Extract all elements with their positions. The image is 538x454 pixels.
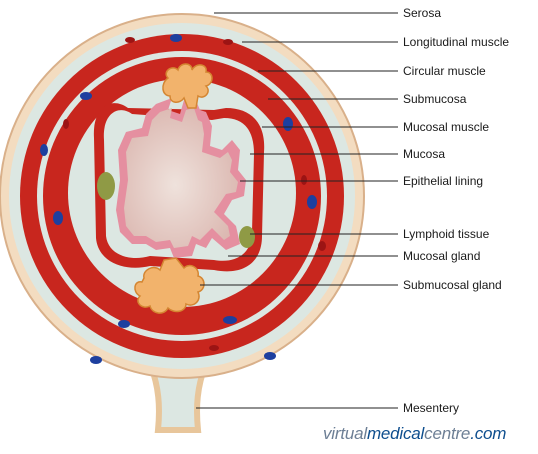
label-epithelial-lining: Epithelial lining bbox=[403, 174, 484, 188]
artery bbox=[125, 37, 135, 43]
vein bbox=[53, 211, 63, 225]
label-mucosa: Mucosa bbox=[403, 147, 446, 161]
mucosal-gland-upper bbox=[162, 63, 213, 109]
label-mucosal-muscle: Mucosal muscle bbox=[403, 120, 490, 134]
lumen bbox=[124, 108, 238, 248]
label-submucosal-gland: Submucosal gland bbox=[403, 278, 502, 292]
vein bbox=[90, 356, 102, 364]
vein bbox=[264, 352, 276, 360]
label-longitudinal-muscle: Longitudinal muscle bbox=[403, 35, 510, 49]
lymphoid-tissue-nodule-left bbox=[97, 172, 115, 200]
vein bbox=[223, 316, 237, 324]
artery bbox=[318, 241, 326, 251]
vein bbox=[40, 144, 48, 156]
submucosal-gland-lower bbox=[134, 257, 205, 314]
artery bbox=[209, 345, 219, 351]
vein bbox=[80, 92, 92, 100]
vein bbox=[118, 320, 130, 328]
artery bbox=[63, 119, 69, 129]
label-submucosa: Submucosa bbox=[403, 92, 467, 106]
site-watermark: virtualmedicalcentre.com bbox=[323, 424, 506, 444]
label-lymphoid-tissue: Lymphoid tissue bbox=[403, 227, 490, 241]
leader-lines bbox=[196, 12, 398, 409]
watermark-part-medical: medical bbox=[366, 424, 425, 443]
vein bbox=[283, 117, 293, 131]
watermark-part-com: .com bbox=[470, 424, 507, 443]
artery bbox=[223, 39, 233, 45]
vein bbox=[307, 195, 317, 209]
label-mesentery: Mesentery bbox=[403, 401, 460, 415]
label-circular-muscle: Circular muscle bbox=[403, 64, 486, 78]
watermark-part-virtual: virtual bbox=[323, 424, 367, 443]
artery bbox=[301, 175, 307, 185]
vein bbox=[170, 34, 182, 42]
label-serosa: Serosa bbox=[403, 6, 442, 20]
watermark-part-centre: centre bbox=[424, 424, 471, 443]
lymphoid-tissue-nodule-right bbox=[239, 226, 255, 248]
label-mucosal-gland: Mucosal gland bbox=[403, 249, 481, 263]
